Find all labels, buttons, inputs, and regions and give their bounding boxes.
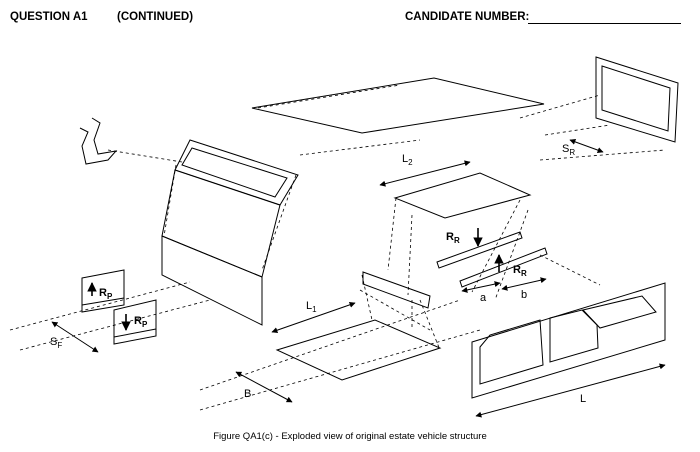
cross-members <box>362 231 548 309</box>
label-L1: L1 <box>306 300 317 314</box>
figure-labels: L2 L1 L B SF SR RR RR RP RP a b <box>50 143 586 405</box>
label-RP-lower: RP <box>134 315 148 329</box>
candidate-number-field[interactable] <box>528 23 681 24</box>
label-SF: SF <box>50 336 62 350</box>
label-RP-upper: RP <box>99 287 113 301</box>
side-frame-panel <box>471 282 666 399</box>
label-a: a <box>480 292 487 304</box>
construction-lines <box>9 84 666 411</box>
force-arrows <box>87 228 504 331</box>
dimension-lines <box>51 139 666 418</box>
label-B: B <box>244 388 251 400</box>
label-RR-right: RR <box>513 264 527 278</box>
pillar-plates <box>81 269 157 345</box>
floor-panel <box>275 319 442 381</box>
label-b: b <box>521 289 527 301</box>
label-SR: SR <box>562 143 575 157</box>
rear-window-frame <box>595 56 679 143</box>
figure-caption: Figure QA1(c) - Exploded view of origina… <box>213 431 487 442</box>
rear-roof-panel <box>393 172 532 219</box>
continued-heading: (CONTINUED) <box>117 11 194 23</box>
roof-panel <box>251 77 545 134</box>
front-panel <box>161 139 299 326</box>
label-L2: L2 <box>402 153 413 167</box>
question-heading: QUESTION A1 <box>10 11 88 23</box>
label-RR-top: RR <box>446 231 460 245</box>
label-L: L <box>580 393 586 405</box>
candidate-number-label: CANDIDATE NUMBER: <box>405 11 530 23</box>
hinge-bracket <box>79 117 118 165</box>
